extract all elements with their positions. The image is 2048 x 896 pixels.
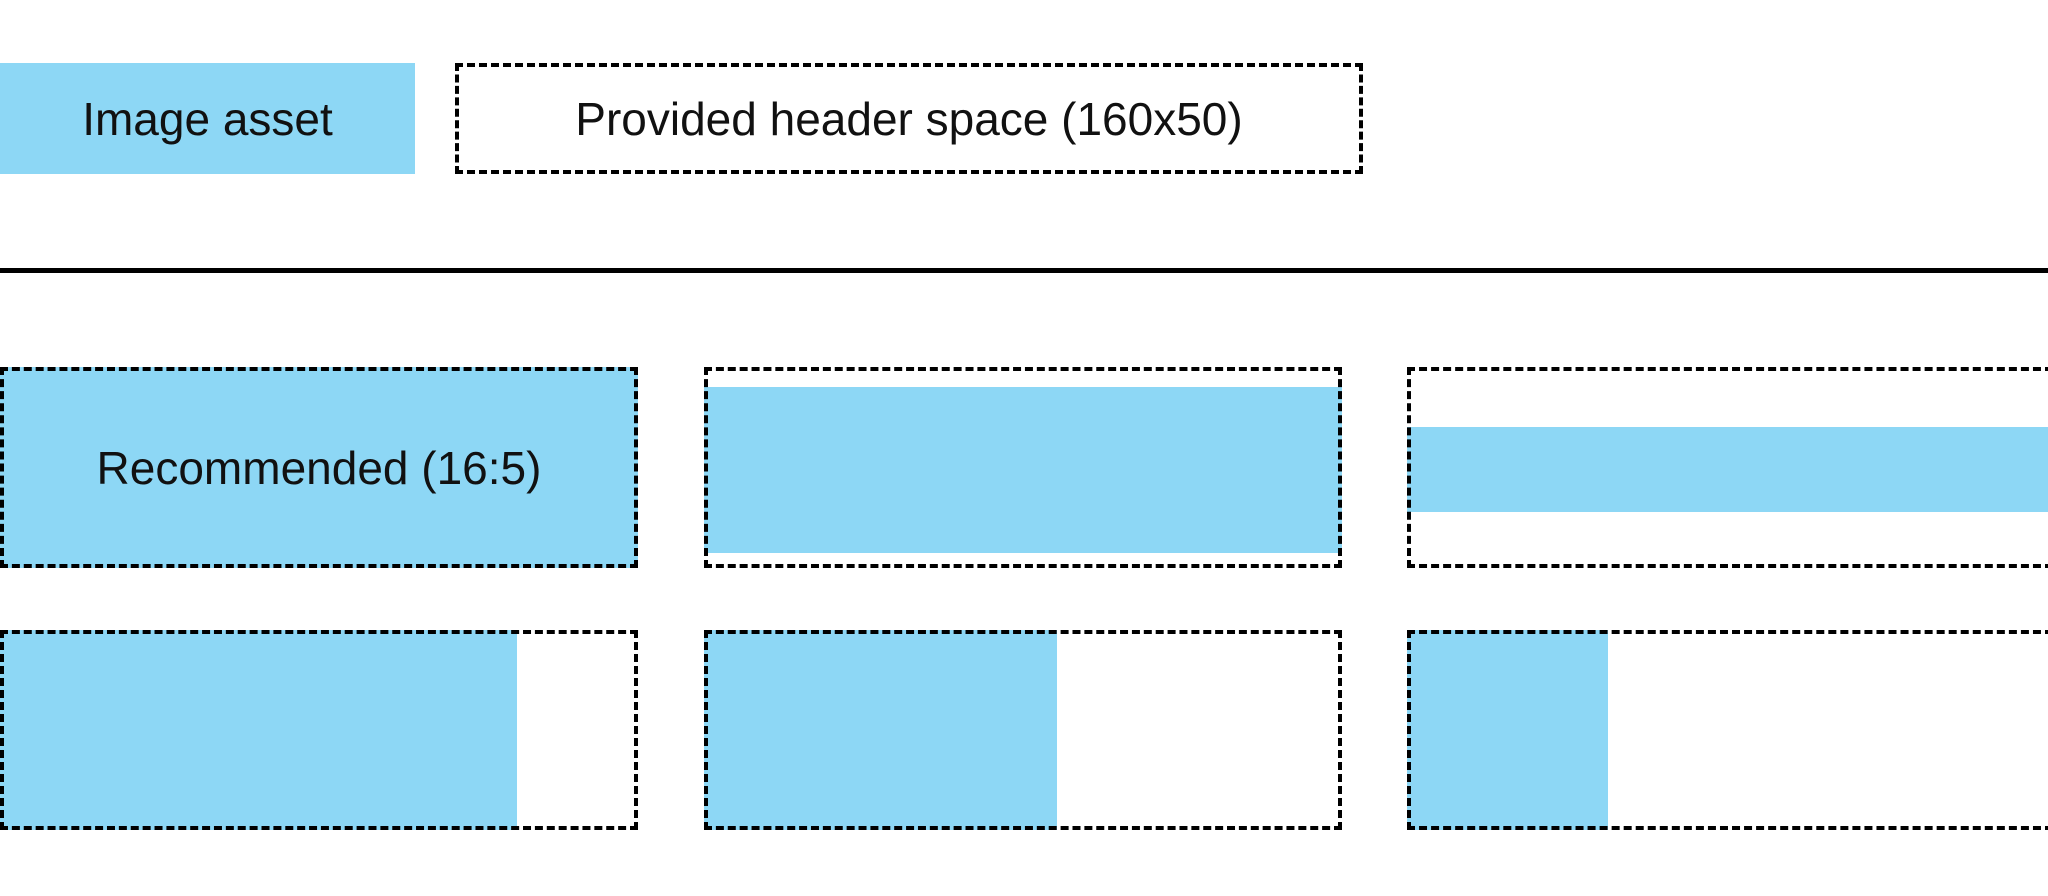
recommended-label-wrap: Recommended (16:5)	[0, 367, 638, 568]
image-asset-fill	[0, 630, 517, 830]
example-partial-width-81pct	[0, 630, 638, 830]
image-asset-fill	[1407, 427, 2048, 512]
recommended-label: Recommended (16:5)	[96, 441, 542, 494]
example-full-width-thin-band	[1407, 367, 2048, 568]
section-divider	[0, 268, 2048, 273]
legend-image-asset-swatch: Image asset	[0, 63, 415, 174]
example-full-width-slight-letterbox	[704, 367, 1342, 568]
example-recommended-16-5: Recommended (16:5)	[0, 367, 638, 568]
image-asset-fill	[704, 387, 1342, 553]
legend-image-asset-label: Image asset	[82, 92, 333, 145]
image-asset-fill	[704, 630, 1057, 830]
legend-provided-header-space-box: Provided header space (160x50)	[455, 63, 1363, 174]
legend-provided-header-space-label: Provided header space (160x50)	[575, 92, 1243, 145]
image-asset-fill	[1407, 630, 1608, 830]
example-partial-width-31pct	[1407, 630, 2048, 830]
example-partial-width-55pct	[704, 630, 1342, 830]
image-asset-fill	[0, 367, 638, 568]
